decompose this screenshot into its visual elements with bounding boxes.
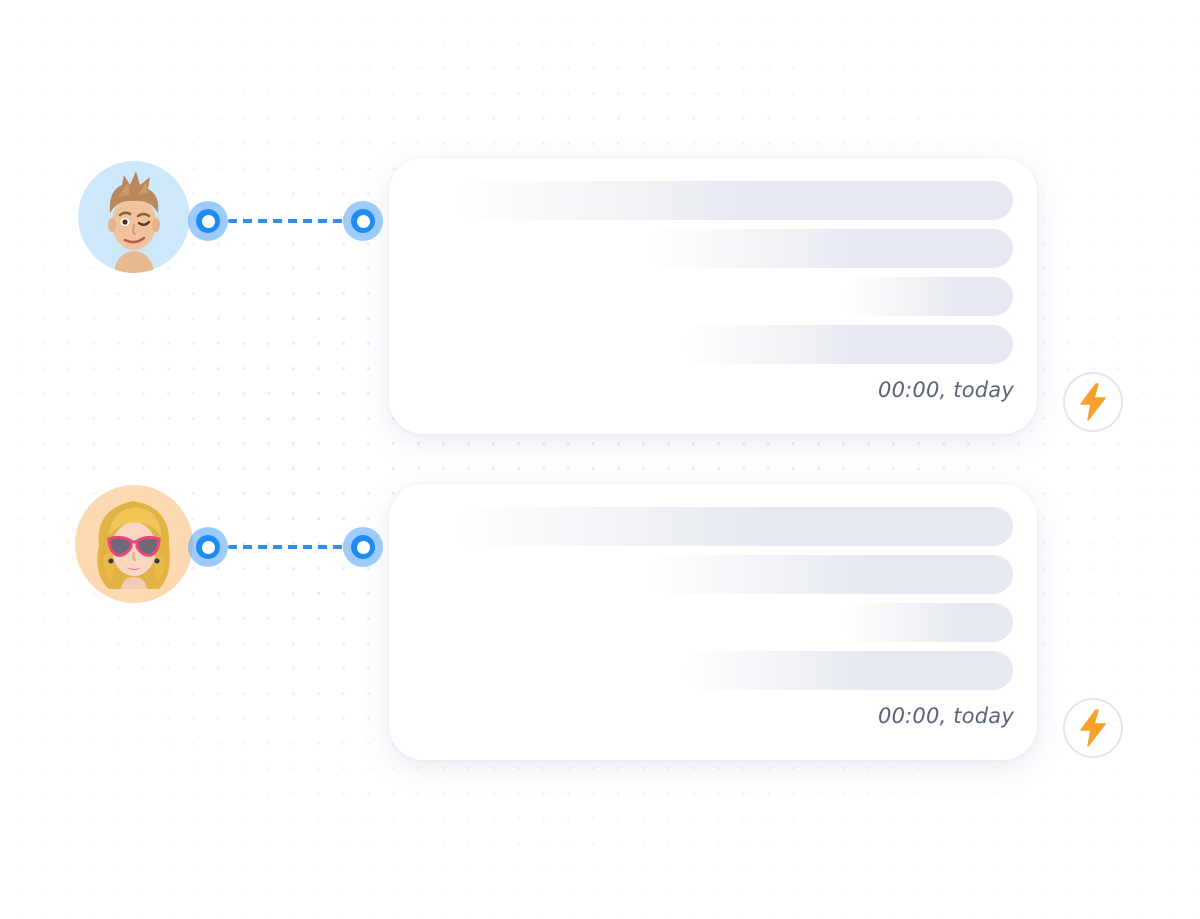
connector-end-node[interactable] xyxy=(343,201,383,241)
message-timestamp: 00:00, today xyxy=(878,704,1014,728)
dashed-connector-line xyxy=(228,219,343,223)
connector-start-node[interactable] xyxy=(188,527,228,567)
dashed-connector-line xyxy=(228,545,343,549)
memoji-man-icon xyxy=(78,161,190,273)
message-card: 00:00, today xyxy=(389,484,1037,760)
lightning-action-button[interactable] xyxy=(1063,698,1123,758)
message-timestamp: 00:00, today xyxy=(878,378,1014,402)
avatar-woman-sunglasses[interactable] xyxy=(75,485,193,603)
thread-row: 00:00, today xyxy=(0,484,1200,764)
memoji-woman-icon xyxy=(75,485,193,603)
lightning-bolt-icon xyxy=(1080,383,1106,421)
placeholder-line xyxy=(648,555,1013,594)
avatar-man-winking[interactable] xyxy=(78,161,190,273)
placeholder-line xyxy=(453,181,1013,220)
lightning-bolt-icon xyxy=(1080,709,1106,747)
message-card: 00:00, today xyxy=(389,158,1037,434)
connector-end-node[interactable] xyxy=(343,527,383,567)
thread-row: 00:00, today xyxy=(0,158,1200,438)
placeholder-line xyxy=(648,229,1013,268)
placeholder-line xyxy=(843,603,1013,642)
placeholder-line xyxy=(683,325,1013,364)
placeholder-line xyxy=(683,651,1013,690)
connector-start-node[interactable] xyxy=(188,201,228,241)
lightning-action-button[interactable] xyxy=(1063,372,1123,432)
placeholder-line xyxy=(843,277,1013,316)
placeholder-line xyxy=(453,507,1013,546)
